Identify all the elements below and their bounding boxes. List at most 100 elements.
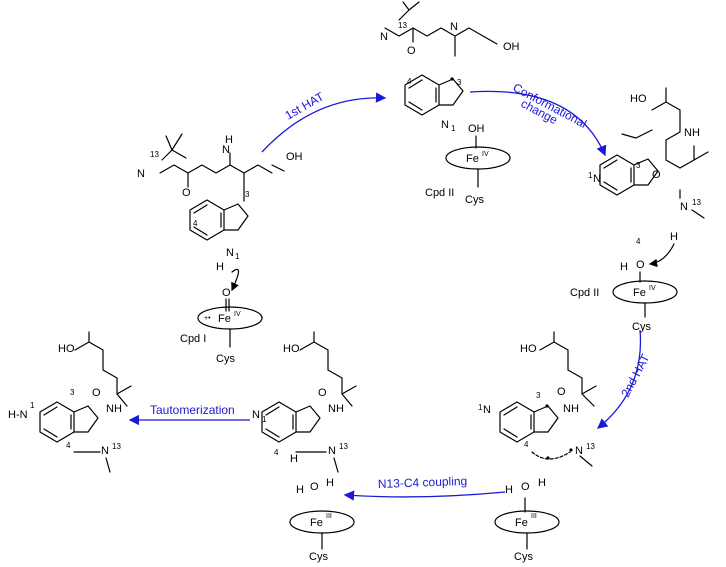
arrow-1st-hat (261, 92, 387, 153)
atom-n-methyl-2: N (380, 31, 388, 43)
atom-o-fe-3: O (636, 259, 645, 271)
step-arrow-2nd-hat: 2nd HAT (596, 329, 653, 429)
step-arrow-tautomerization: Tautomerization (128, 403, 250, 426)
atom-nh-5: NH (328, 403, 344, 415)
atom-fe-cpd1: Fe (218, 313, 231, 325)
label-n1-4: 1 (478, 403, 483, 412)
atom-h-c4-5: H (290, 453, 298, 465)
atom-n1-2: N (441, 119, 449, 131)
atom-nh-6: NH (106, 403, 122, 415)
label-c4-5: 4 (274, 448, 279, 457)
radical-dot-n13 (569, 448, 573, 452)
structure-diradical-fe3: HO NH O 3 N 1 4 N 13 H O H Fe III Cys (478, 331, 597, 563)
atom-n-methyl: N (137, 168, 145, 180)
step-label-2nd-hat: 2nd HAT (618, 351, 652, 399)
label-c4-4: 4 (524, 440, 529, 449)
atom-o-water-5: O (310, 481, 319, 493)
ox-state-iii-right: III (531, 513, 537, 520)
label-c3-2: 3 (457, 78, 462, 87)
ox-state-iii-left: III (326, 513, 332, 520)
ligand-cys-cpd1: Cys (216, 353, 235, 365)
step-label-tautomerization: Tautomerization (150, 403, 235, 417)
ox-state-iv-cpd1: IV (234, 311, 241, 318)
atom-oh: OH (286, 151, 303, 163)
atom-o-2: O (407, 45, 416, 57)
atom-h-water-4a: H (505, 484, 513, 496)
label-n13-4: 13 (586, 442, 595, 451)
atom-oh-2: OH (503, 41, 520, 53)
atom-fe-cpd2a: Fe (466, 153, 479, 165)
label-c3-6: 3 (70, 388, 75, 397)
label-n1-2: 1 (451, 124, 456, 133)
c4-n13-coupling (531, 451, 571, 460)
atom-n-amide: N (222, 144, 230, 156)
label-n13-5: 13 (339, 442, 348, 451)
label-c4: 4 (193, 219, 198, 228)
atom-o-3: O (652, 169, 661, 181)
ligand-cys-cpd2a: Cys (465, 194, 484, 206)
radical-dot-c4 (546, 456, 550, 460)
atom-fe-fe3-right: Fe (515, 517, 528, 529)
label-cpd2a: Cpd II (425, 187, 454, 199)
ox-state-iv-cpd2b: IV (649, 285, 656, 292)
label-n13-3: 13 (692, 198, 701, 207)
atom-h-3: H (670, 231, 678, 243)
label-c4-3: 4 (636, 237, 641, 246)
step-label-coupling: N13-C4 coupling (378, 474, 468, 491)
label-n13: 13 (150, 150, 159, 159)
atom-nh-4: NH (563, 403, 579, 415)
label-n1-5: 1 (262, 415, 267, 424)
label-cpd1: Cpd I (180, 333, 206, 345)
atom-h-amide: H (225, 134, 233, 146)
label-n1-6: 1 (30, 401, 35, 410)
step-arrow-conformational: Conformational change (469, 80, 607, 157)
atom-h-water-5b: H (326, 477, 334, 489)
atom-n1: N (226, 247, 234, 259)
atom-o-ferryl: O (222, 287, 231, 299)
structure-product: HO NH O H-N 1 3 4 N 13 (8, 331, 132, 473)
atom-fe-fe3-left: Fe (310, 517, 323, 529)
atom-o-carbonyl: O (182, 187, 191, 199)
atom-n1-4: N (483, 404, 491, 416)
label-c3: 3 (245, 190, 250, 199)
atom-nh-3: NH (684, 127, 700, 139)
atom-oh-fe-2: OH (468, 123, 485, 135)
label-n1-3: 1 (588, 171, 593, 180)
atom-o-4: O (557, 386, 566, 398)
atom-o-5: O (318, 387, 327, 399)
arrow-2nd-hat (596, 329, 642, 429)
label-c4-6: 4 (66, 441, 71, 450)
ligand-cys-fe3-right: Cys (514, 551, 533, 563)
atom-n13-4: N (575, 445, 583, 457)
label-c4-2: 4 (407, 77, 412, 86)
atom-n13-5: N (328, 445, 336, 457)
arrow-hat-2 (648, 243, 675, 268)
radical-dot-1 (450, 77, 454, 81)
ligand-cys-cpd2b: Cys (632, 321, 651, 333)
radical-cation: +• (204, 315, 211, 322)
atom-h-oh-3: H (620, 261, 628, 273)
label-c3-3: 3 (636, 161, 641, 170)
atom-fe-cpd2b: Fe (633, 287, 646, 299)
label-cpd2b: Cpd II (570, 287, 599, 299)
atom-n13-6: N (101, 445, 109, 457)
label-n13-2: 13 (398, 21, 407, 30)
atom-ho-4: HO (520, 343, 537, 355)
atom-hn1-6: H-N (8, 409, 28, 421)
arrow-hat-1 (231, 268, 240, 292)
structure-substrate-cpd1: N 13 O N H OH 3 4 N 1 H O Fe IV +• Cys C… (137, 133, 303, 365)
structure-radical-cpd2-top: N 13 O N OH 3 4 N 1 OH Fe IV Cys Cpd II (380, 1, 520, 206)
structure-folded-cpd2-right: HO NH O N 13 3 N 1 4 H H O Fe IV Cys Cpd… (570, 87, 709, 333)
atom-ho-5: HO (283, 343, 300, 355)
atom-h-water-4b: H (538, 477, 546, 489)
arrow-conformational-change (469, 90, 607, 157)
atom-ho-3: HO (630, 93, 647, 105)
step-arrow-1st-hat: 1st HAT (261, 89, 387, 153)
ox-state-iv-cpd2a: IV (482, 151, 489, 158)
atom-h-n1: H (216, 261, 224, 273)
atom-o-water-4: O (521, 481, 530, 493)
atom-n-amide-2: N (450, 21, 458, 33)
label-c3-4: 3 (536, 391, 541, 400)
